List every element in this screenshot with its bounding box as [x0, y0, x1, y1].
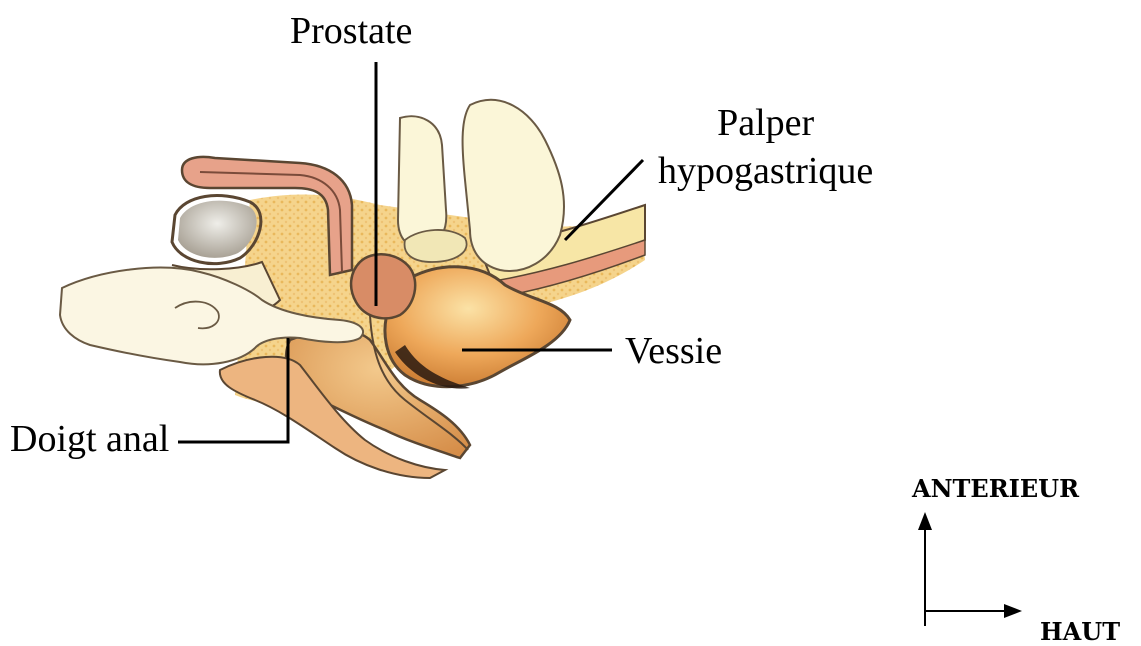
label-palper-line1: Palper — [717, 102, 814, 144]
label-doigt-anal: Doigt anal — [10, 420, 169, 458]
label-vessie: Vessie — [625, 332, 722, 370]
axis-label-haut: HAUT — [1040, 617, 1120, 646]
anterior-arrowhead — [918, 512, 932, 530]
axis-label-anterieur: ANTERIEUR — [912, 474, 1079, 503]
hypogastric-fingertip — [405, 230, 467, 262]
hypogastric-hand-palm — [463, 100, 564, 271]
label-prostate: Prostate — [290, 12, 412, 50]
hypogastric-hand — [398, 116, 446, 248]
label-palper-hypogastrique: Palper hypogastrique — [658, 100, 873, 195]
label-palper-line2: hypogastrique — [658, 150, 873, 192]
up-arrowhead — [1004, 604, 1022, 618]
pubis-bone-fill — [178, 201, 257, 258]
prostate — [351, 254, 415, 318]
